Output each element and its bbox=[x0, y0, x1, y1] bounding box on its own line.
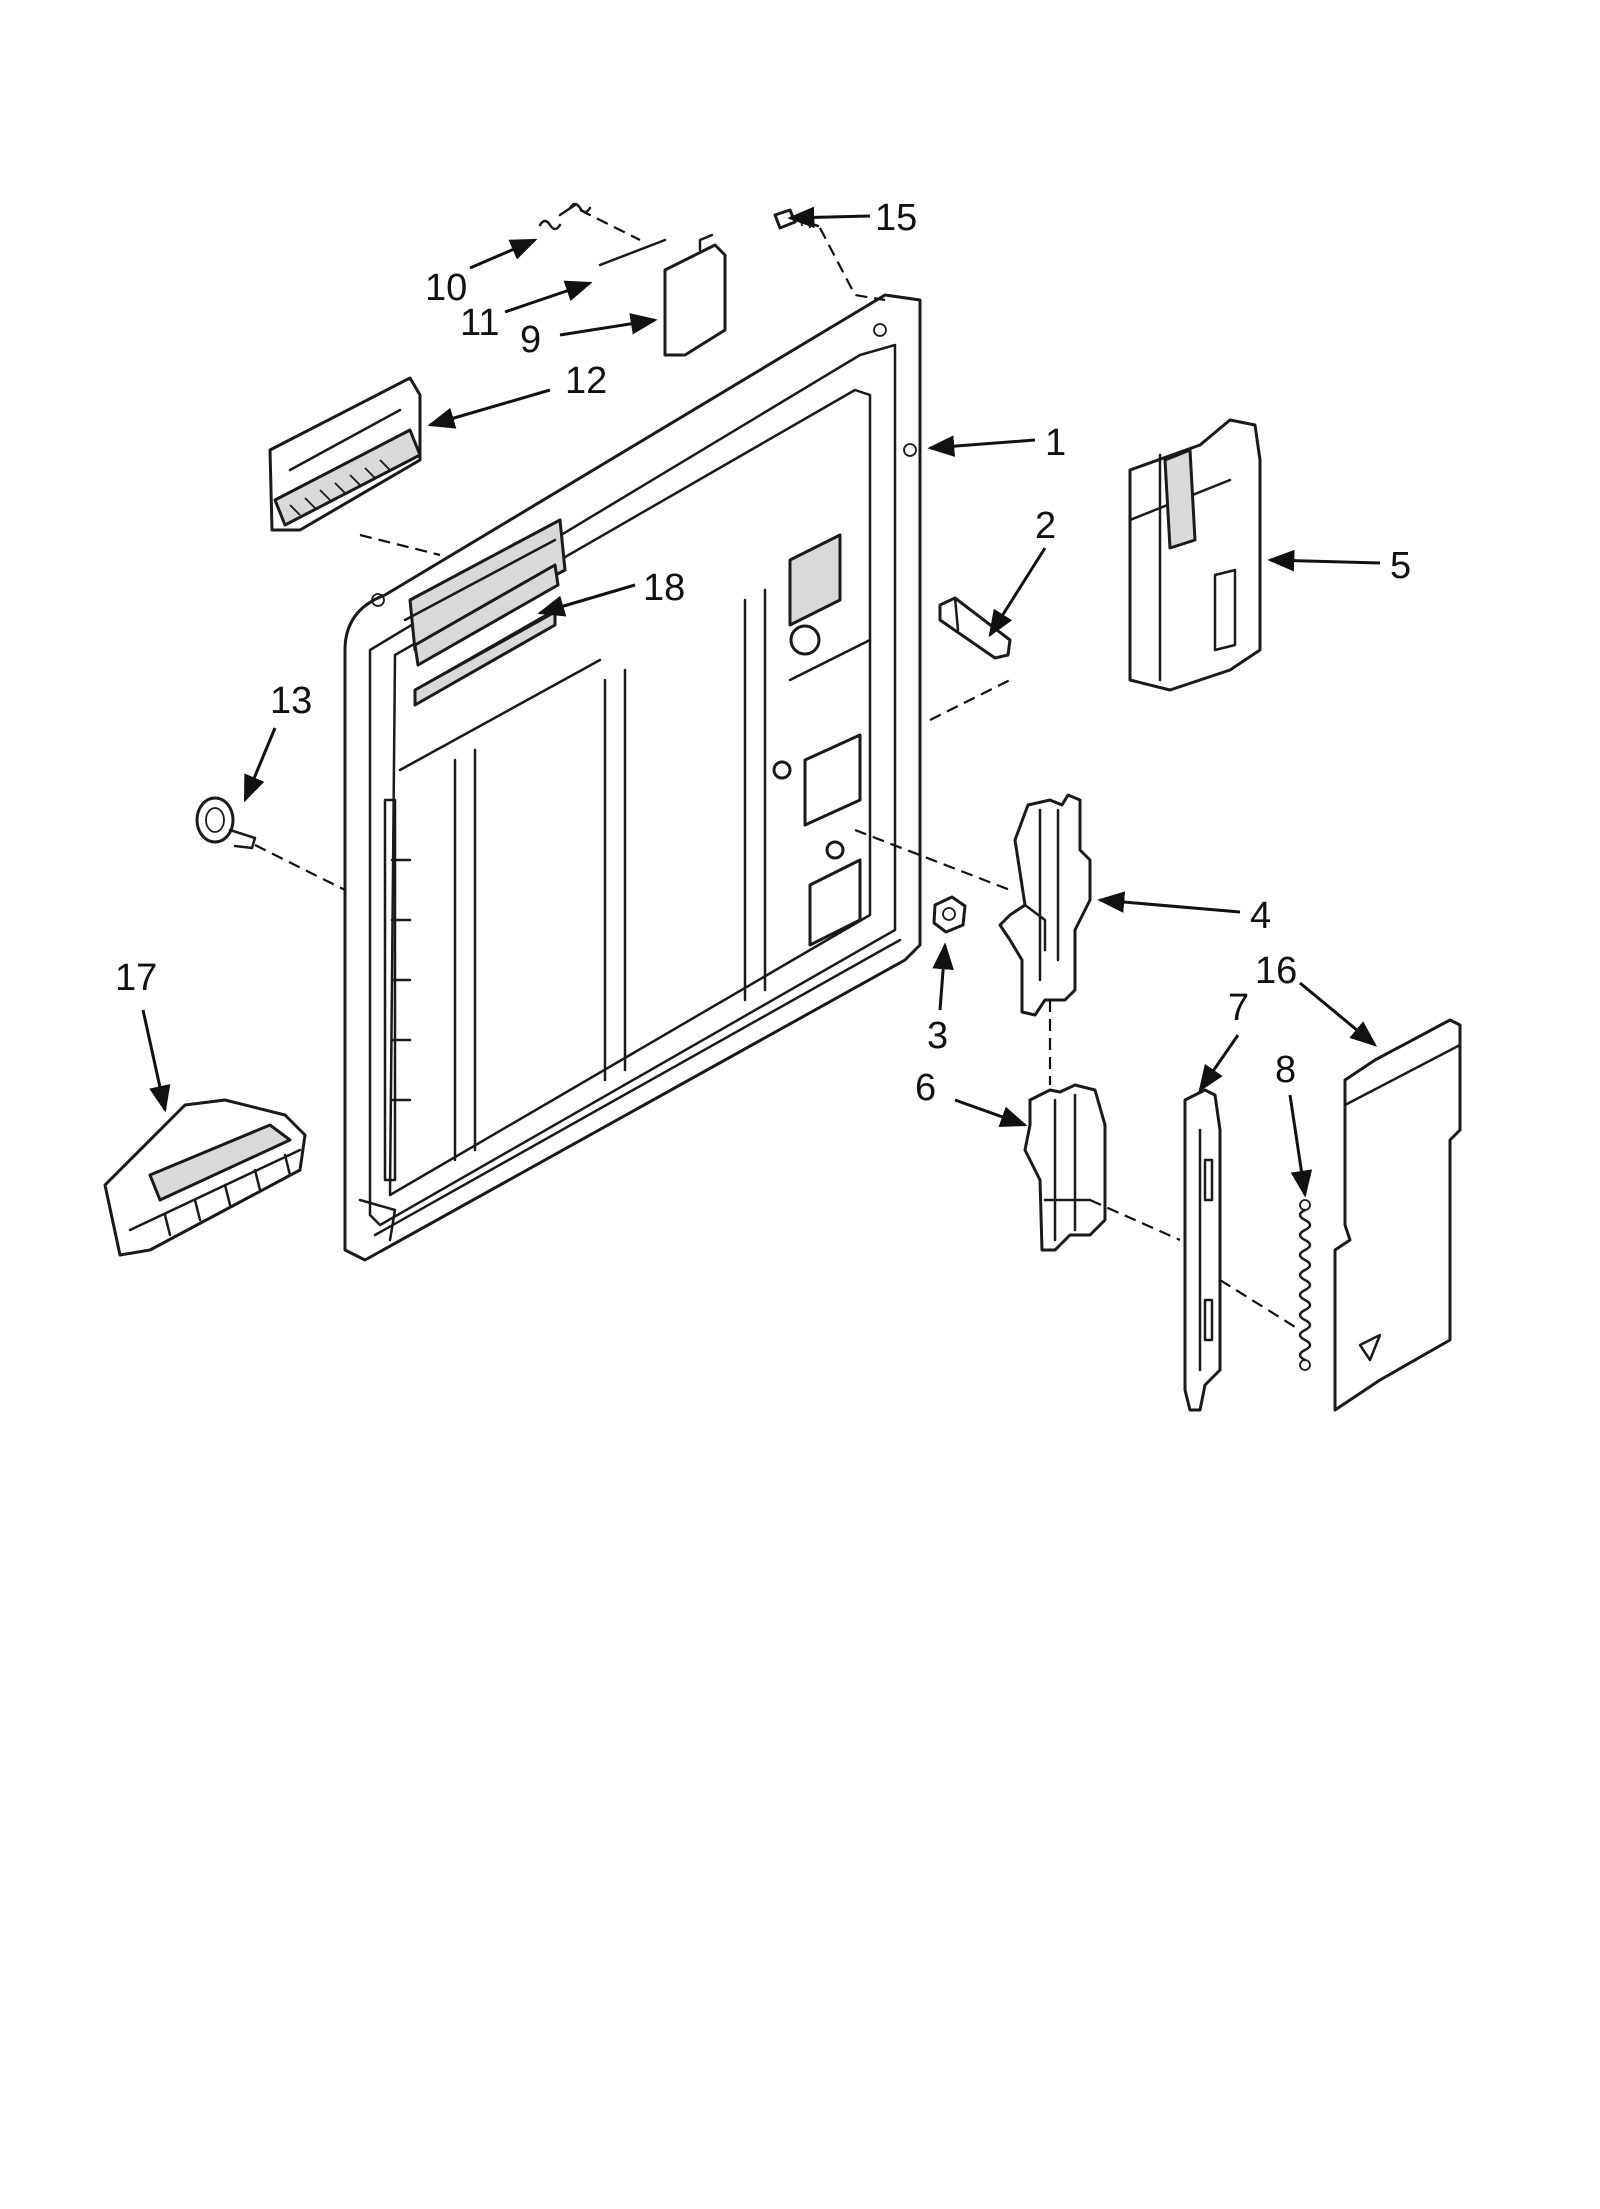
callout-12: 12 bbox=[565, 360, 607, 402]
callout-6: 6 bbox=[915, 1067, 936, 1109]
part-16-side-panel bbox=[1333, 1018, 1462, 1412]
callout-9: 9 bbox=[520, 319, 541, 361]
part-3-nut bbox=[932, 895, 967, 934]
part-11-pin bbox=[598, 238, 667, 267]
callout-1: 1 bbox=[1045, 422, 1066, 464]
part-18-gasket bbox=[413, 563, 560, 667]
part-2-bracket bbox=[938, 596, 1012, 660]
callout-8: 8 bbox=[1275, 1049, 1296, 1091]
part-7-slider bbox=[1183, 1088, 1222, 1412]
callout-17: 17 bbox=[115, 957, 157, 999]
part-9-cover bbox=[663, 233, 727, 357]
part-12-handle bbox=[268, 376, 422, 532]
part-10-springs bbox=[538, 202, 592, 231]
part-13-knob bbox=[195, 796, 257, 850]
callout-15: 15 bbox=[875, 197, 917, 239]
leader-arrows bbox=[141, 206, 1381, 1198]
part-5-housing bbox=[1128, 418, 1262, 692]
part-6-bracket bbox=[1023, 1083, 1107, 1252]
callout-10: 10 bbox=[425, 267, 467, 309]
callout-16: 16 bbox=[1255, 950, 1297, 992]
assembly-lines bbox=[254, 209, 1301, 1331]
inner-door-panel bbox=[343, 293, 922, 1262]
callout-5: 5 bbox=[1390, 545, 1411, 587]
callout-labels: 1 2 3 4 5 6 7 8 9 10 11 12 13 15 16 17 1… bbox=[115, 197, 1411, 1109]
callout-2: 2 bbox=[1035, 505, 1056, 547]
callout-3: 3 bbox=[927, 1015, 948, 1057]
part-17-end-cap bbox=[103, 1098, 307, 1257]
part-4-latch bbox=[998, 793, 1092, 1017]
callout-11: 11 bbox=[460, 302, 499, 344]
callout-7: 7 bbox=[1228, 987, 1249, 1029]
callout-18: 18 bbox=[643, 567, 685, 609]
callout-4: 4 bbox=[1250, 895, 1271, 937]
callout-13: 13 bbox=[270, 680, 312, 722]
part-8-spring bbox=[1298, 1199, 1312, 1371]
